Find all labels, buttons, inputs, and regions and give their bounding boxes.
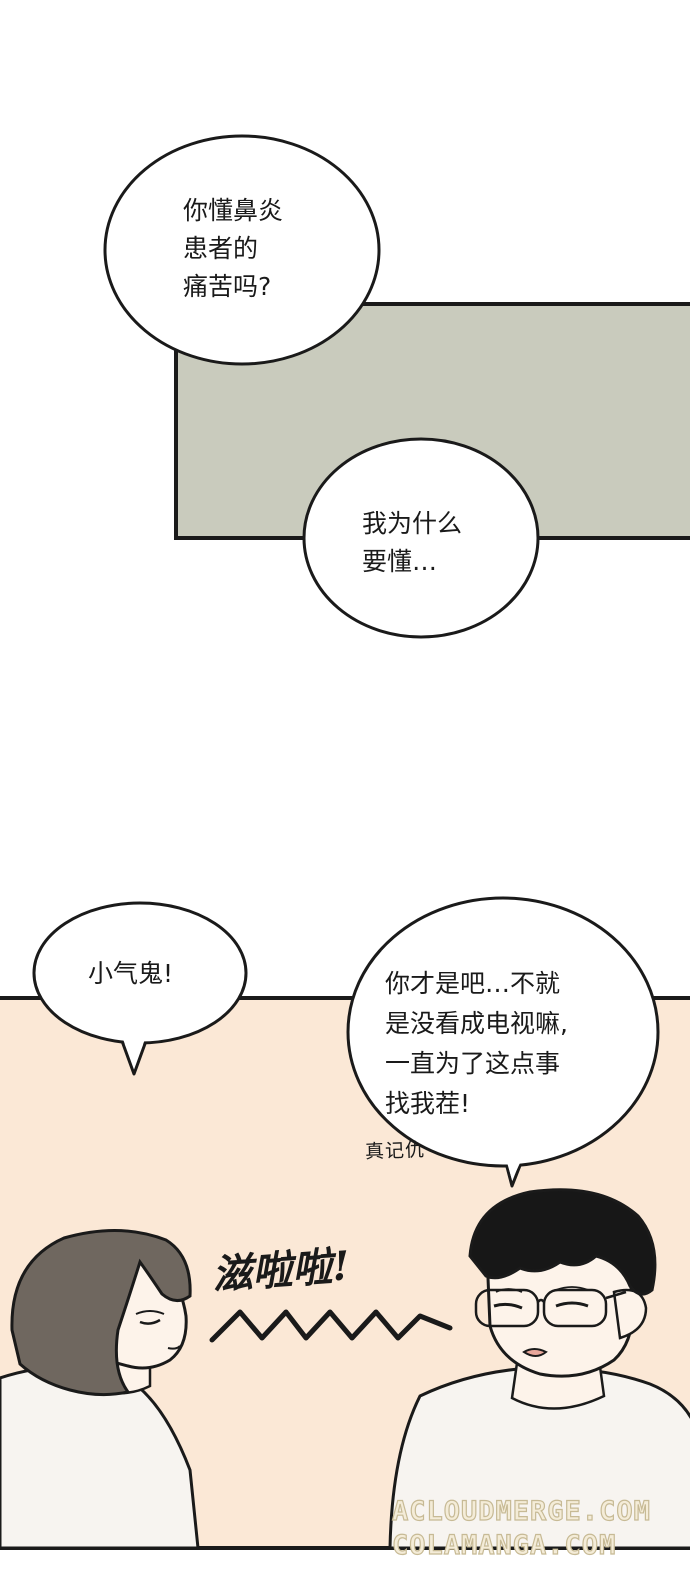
speech-bubble-2	[302, 437, 540, 639]
bubble-2-text: 我为什么 要懂…	[362, 509, 463, 576]
murmur-sfx: 真记仇	[364, 1138, 426, 1164]
boy-character	[388, 1188, 690, 1550]
bubble-1-text: 你懂鼻炎 患者的 痛苦吗?	[183, 196, 284, 301]
bubble-4-text: 你才是吧…不就 是没看成电视嘛, 一直为了这点事 找我茬!	[385, 969, 568, 1118]
speech-bubble-1	[103, 134, 381, 366]
watermark-colamanga: COLAMANGA.COM	[391, 1529, 617, 1561]
sizzle-sfx: 滋啦啦!	[210, 1242, 352, 1299]
bubble-3-text: 小气鬼!	[88, 959, 174, 988]
girl-character	[0, 1228, 200, 1550]
zigzag-sound-line	[209, 1309, 453, 1343]
watermark-acloudmerge: ACLOUDMERGE.COM	[391, 1495, 651, 1527]
speech-bubble-3	[32, 901, 248, 1076]
speech-bubble-4	[346, 896, 660, 1188]
